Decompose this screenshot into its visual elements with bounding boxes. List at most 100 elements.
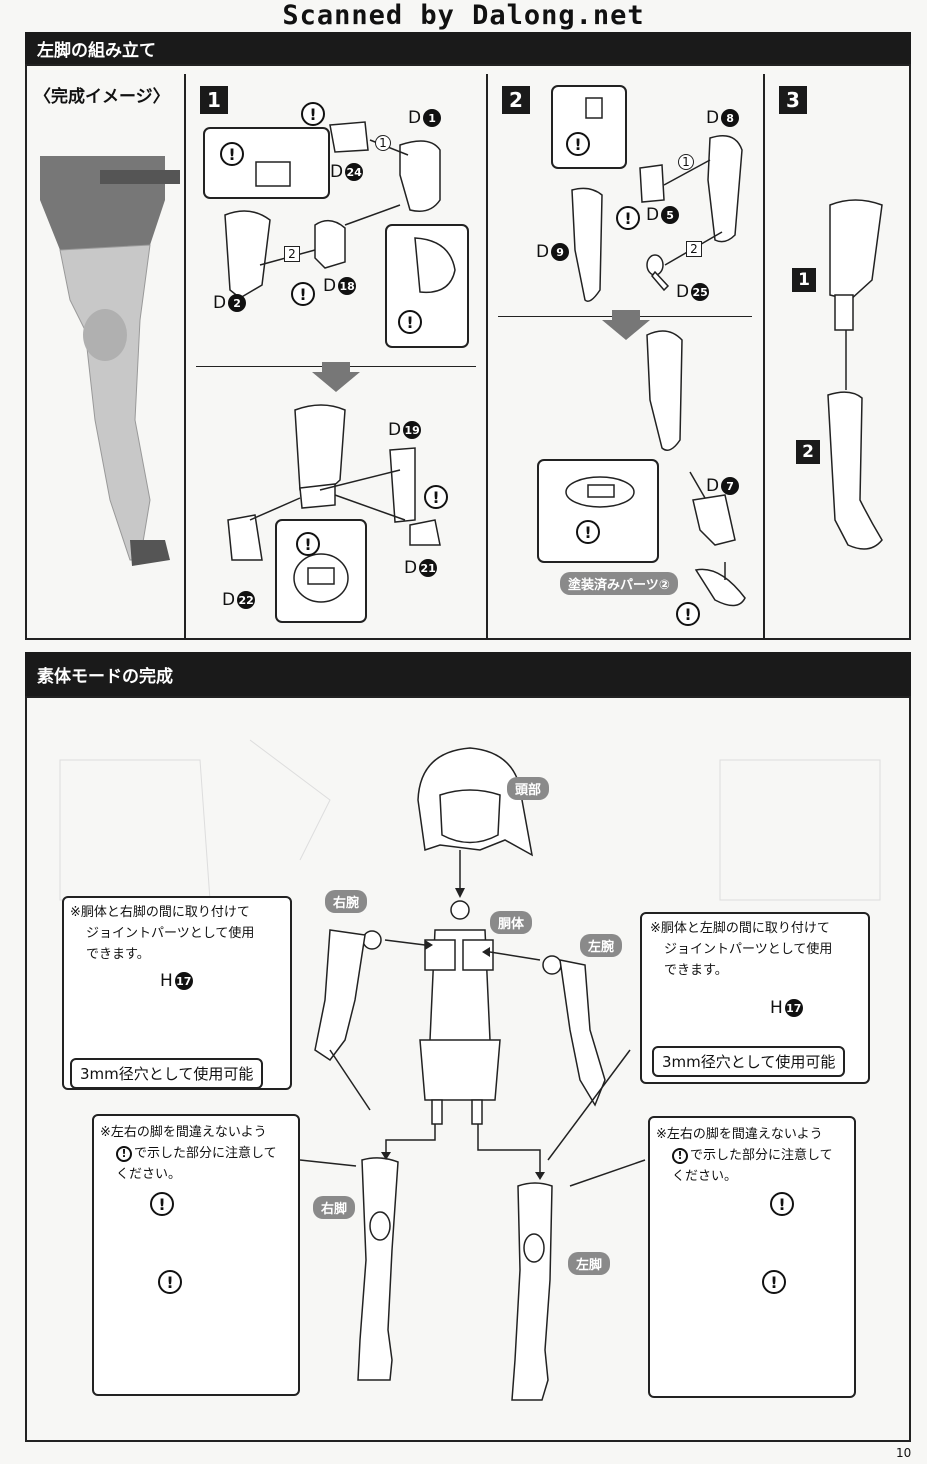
caution-icon: ! xyxy=(672,1147,688,1164)
note-line: ジョイントパーツとして使用 xyxy=(86,926,255,941)
note-line: ※左右の脚を間違えないよう xyxy=(656,1127,823,1142)
part-prefix: D xyxy=(408,108,422,128)
caution-icon: ! xyxy=(301,102,325,126)
divider xyxy=(486,74,488,640)
note-line: ※左右の脚を間違えないよう xyxy=(100,1125,267,1140)
part-number: 22 xyxy=(237,591,256,609)
order-mark-1: 1 xyxy=(375,135,391,151)
hole-note-right: 3mm径穴として使用可能 xyxy=(652,1046,846,1077)
note-line: ※胴体と左脚の間に取り付けて xyxy=(650,921,830,936)
note-text: で示した部分に注意して xyxy=(690,1148,833,1163)
watermark: Scanned by Dalong.net xyxy=(282,0,645,31)
note-line: ください。 xyxy=(672,1169,738,1184)
complete-image-label: 〈完成イメージ〉 xyxy=(34,87,170,107)
note-line: !で示した部分に注意して xyxy=(100,1143,277,1164)
leg-note-left: ※左右の脚を間違えないよう !で示した部分に注意して ください。 xyxy=(100,1122,277,1185)
caution-icon: ! xyxy=(616,206,640,230)
joint-note-left: ※胴体と右脚の間に取り付けて ジョイントパーツとして使用 できます。 xyxy=(70,902,254,965)
step-number-1: 1 xyxy=(200,86,228,114)
caution-icon: ! xyxy=(398,310,422,334)
part-prefix: D xyxy=(646,205,660,225)
caution-icon: ! xyxy=(770,1192,794,1216)
step-number-2: 2 xyxy=(502,86,530,114)
caution-icon: ! xyxy=(116,1145,132,1162)
step-divider xyxy=(196,366,476,367)
order-mark-1: 1 xyxy=(678,154,694,170)
note-text: で示した部分に注意して xyxy=(134,1146,277,1161)
part-prefix: D xyxy=(330,162,344,182)
part-prefix: D xyxy=(676,282,690,302)
note-line: ※胴体と右脚の間に取り付けて xyxy=(70,905,250,920)
note-line: できます。 xyxy=(664,963,728,978)
part-prefix: D xyxy=(323,276,337,296)
order-mark-2: 2 xyxy=(686,241,702,257)
caution-icon: ! xyxy=(676,602,700,626)
step3-mark-1: 1 xyxy=(792,268,816,292)
step-number-3: 3 xyxy=(779,86,807,114)
divider xyxy=(184,74,186,640)
joint-note-left-box xyxy=(62,896,292,1090)
part-number: 25 xyxy=(691,283,710,301)
part-prefix: H xyxy=(160,971,173,991)
part-number: 24 xyxy=(345,163,364,181)
page-number: 10 xyxy=(896,1446,912,1460)
caution-icon: ! xyxy=(150,1192,174,1216)
left-leg-label: 左脚 xyxy=(568,1252,611,1275)
note-line: ください。 xyxy=(116,1167,182,1182)
note-line: できます。 xyxy=(86,947,150,962)
caution-icon: ! xyxy=(296,532,320,556)
part-number: 2 xyxy=(228,294,247,312)
assembly-section-header: 左脚の組み立て xyxy=(25,32,911,64)
part-prefix: D xyxy=(388,420,402,440)
part-number: 21 xyxy=(419,559,438,577)
part-number: 7 xyxy=(721,477,740,495)
completion-title: 素体モードの完成 xyxy=(37,666,173,687)
part-prefix: D xyxy=(404,558,418,578)
painted-parts-label: 塗装済みパーツ② xyxy=(560,572,678,595)
torso-label: 胴体 xyxy=(490,911,533,934)
note-line: ジョイントパーツとして使用 xyxy=(664,942,833,957)
head-label: 頭部 xyxy=(507,777,550,800)
step-divider xyxy=(498,316,752,317)
caution-icon: ! xyxy=(291,282,315,306)
hole-note-left: 3mm径穴として使用可能 xyxy=(70,1058,264,1089)
part-number: 9 xyxy=(551,243,570,261)
divider xyxy=(763,74,765,640)
caution-icon: ! xyxy=(158,1270,182,1294)
part-prefix: D xyxy=(222,590,236,610)
part-number: 1 xyxy=(423,109,442,127)
part-number: 5 xyxy=(661,206,680,224)
joint-note-right: ※胴体と左脚の間に取り付けて ジョイントパーツとして使用 できます。 xyxy=(650,918,832,981)
order-mark-2: 2 xyxy=(284,246,300,262)
part-number: 17 xyxy=(174,972,193,990)
caution-icon: ! xyxy=(220,142,244,166)
part-prefix: D xyxy=(706,476,720,496)
assembly-panel xyxy=(25,64,911,640)
right-leg-label: 右脚 xyxy=(313,1196,356,1219)
right-arm-label: 右腕 xyxy=(325,890,368,913)
part-number: 17 xyxy=(784,999,803,1017)
part-number: 18 xyxy=(338,277,357,295)
leg-note-right: ※左右の脚を間違えないよう !で示した部分に注意して ください。 xyxy=(656,1124,833,1187)
caution-icon: ! xyxy=(576,520,600,544)
completion-section-header: 素体モードの完成 xyxy=(25,652,911,696)
part-prefix: D xyxy=(213,293,227,313)
part-number: 19 xyxy=(403,421,422,439)
note-line: !で示した部分に注意して xyxy=(656,1145,833,1166)
assembly-title: 左脚の組み立て xyxy=(37,40,156,61)
left-arm-label: 左腕 xyxy=(580,934,623,957)
part-prefix: D xyxy=(706,108,720,128)
